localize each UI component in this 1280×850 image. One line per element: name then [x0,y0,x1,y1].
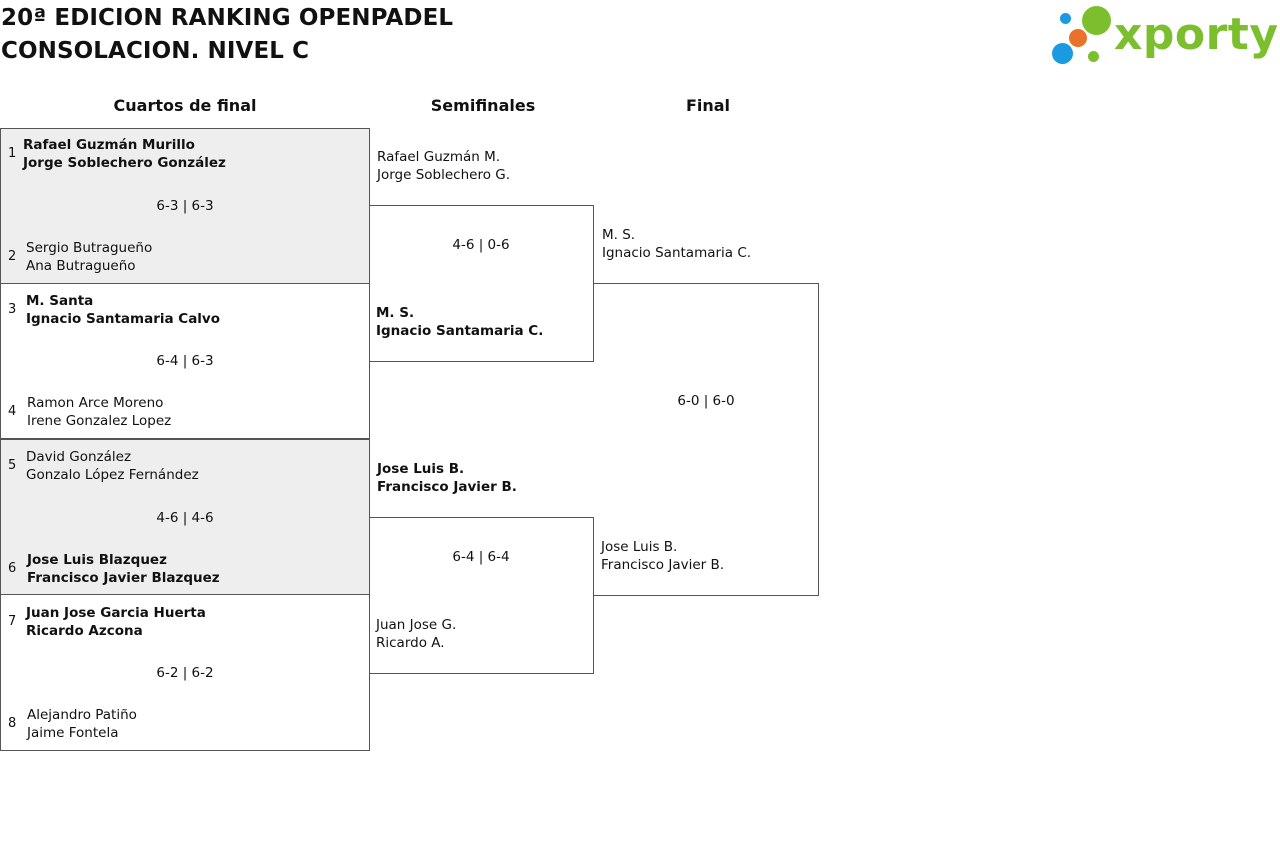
seed-number: 8 [8,716,17,731]
match-score: 6-4 | 6-4 [452,549,510,565]
match-score: 4-6 | 0-6 [452,237,510,253]
team-pair[interactable]: M. S. Ignacio Santamaria C. [602,226,751,262]
player-name: Juan Jose G. [376,617,457,633]
match-score: 6-2 | 6-2 [156,665,214,681]
player-name: Jorge Soblechero G. [377,167,511,183]
player-name: Juan Jose Garcia Huerta [26,605,206,621]
player-name: Francisco Javier Blazquez [27,570,220,586]
seed-number: 2 [8,249,17,264]
logo-dot-green [1082,6,1111,35]
match-score: 6-0 | 6-0 [677,393,735,409]
player-name: M. S. [376,305,415,321]
seed-number: 4 [8,404,17,419]
seed-number: 6 [8,561,17,576]
team-pair[interactable]: Juan Jose G. Ricardo A. [376,616,456,652]
round-heading-semis: Semifinales [430,96,536,115]
player-name: Rafael Guzmán M. [377,149,501,165]
team-pair[interactable]: Jose Luis B. Francisco Javier B. [601,538,724,574]
player-name: M. S. [602,227,636,243]
match-score: 6-3 | 6-3 [156,198,214,214]
semifinal-match-2[interactable]: 6-4 | 6-4 Juan Jose G. Ricardo A. [369,517,594,674]
team-pair[interactable]: David González Gonzalo López Fernández [26,448,199,484]
player-name: M. Santa [26,293,94,309]
seed-number: 3 [8,302,17,317]
final-match[interactable]: 6-0 | 6-0 Jose Luis B. Francisco Javier … [594,283,819,596]
team-pair-winner[interactable]: Rafael Guzmán Murillo Jorge Soblechero G… [23,136,226,172]
match-score: 6-4 | 6-3 [156,353,214,369]
player-name: Ricardo Azcona [26,623,143,639]
xporty-logo[interactable]: xporty [1052,5,1278,65]
player-name: Rafael Guzmán Murillo [23,137,195,153]
semifinal-match-1[interactable]: 4-6 | 0-6 M. S. Ignacio Santamaria C. [369,205,594,362]
team-pair[interactable]: Alejandro Patiño Jaime Fontela [27,706,137,742]
team-pair-winner[interactable]: Juan Jose Garcia Huerta Ricardo Azcona [26,604,206,640]
player-name: David González [26,449,132,465]
seed-number: 7 [8,614,17,629]
logo-dot-green-small [1088,51,1099,62]
page-subtitle: CONSOLACION. NIVEL C [1,38,310,64]
player-name: Ricardo A. [376,635,445,651]
team-pair[interactable]: Rafael Guzmán M. Jorge Soblechero G. [377,148,510,184]
quarterfinal-match-3[interactable]: 5 David González Gonzalo López Fernández… [0,439,370,595]
quarterfinal-match-4[interactable]: 7 Juan Jose Garcia Huerta Ricardo Azcona… [0,595,370,751]
logo-wordmark: xporty [1114,9,1279,60]
team-pair-winner[interactable]: Jose Luis B. Francisco Javier B. [377,460,517,496]
quarterfinal-match-1[interactable]: 1 Rafael Guzmán Murillo Jorge Soblechero… [0,128,370,284]
player-name: Jorge Soblechero González [23,155,226,171]
player-name: Jose Luis Blazquez [27,552,167,568]
player-name: Sergio Butragueño [26,240,153,256]
player-name: Gonzalo López Fernández [26,467,199,483]
player-name: Jose Luis B. [601,539,678,555]
seed-number: 5 [8,458,17,473]
team-pair[interactable]: Sergio Butragueño Ana Butragueño [26,239,152,275]
round-heading-quarters: Cuartos de final [113,96,257,115]
player-name: Ramon Arce Moreno [27,395,164,411]
player-name: Ignacio Santamaria Calvo [26,311,221,327]
logo-dot-orange [1069,29,1087,47]
player-name: Jaime Fontela [27,725,119,741]
player-name: Ignacio Santamaria C. [376,323,544,339]
player-name: Ana Butragueño [26,258,136,274]
player-name: Francisco Javier B. [377,479,517,495]
player-name: Alejandro Patiño [27,707,137,723]
team-pair-winner[interactable]: M. Santa Ignacio Santamaria Calvo [26,292,220,328]
quarterfinal-match-2[interactable]: 3 M. Santa Ignacio Santamaria Calvo 6-4 … [0,283,370,439]
round-heading-final: Final [685,96,731,115]
player-name: Francisco Javier B. [601,557,725,573]
match-score: 4-6 | 4-6 [156,510,214,526]
team-pair-winner[interactable]: M. S. Ignacio Santamaria C. [376,304,543,340]
page-title: 20ª EDICION RANKING OPENPADEL [1,5,454,31]
player-name: Jose Luis B. [377,461,465,477]
team-pair[interactable]: Ramon Arce Moreno Irene Gonzalez Lopez [27,394,171,430]
seed-number: 1 [8,146,17,161]
logo-dot-blue [1060,13,1071,24]
logo-dot-blue-large [1052,43,1073,64]
player-name: Ignacio Santamaria C. [602,245,752,261]
player-name: Irene Gonzalez Lopez [27,413,172,429]
team-pair-winner[interactable]: Jose Luis Blazquez Francisco Javier Blaz… [27,551,220,587]
